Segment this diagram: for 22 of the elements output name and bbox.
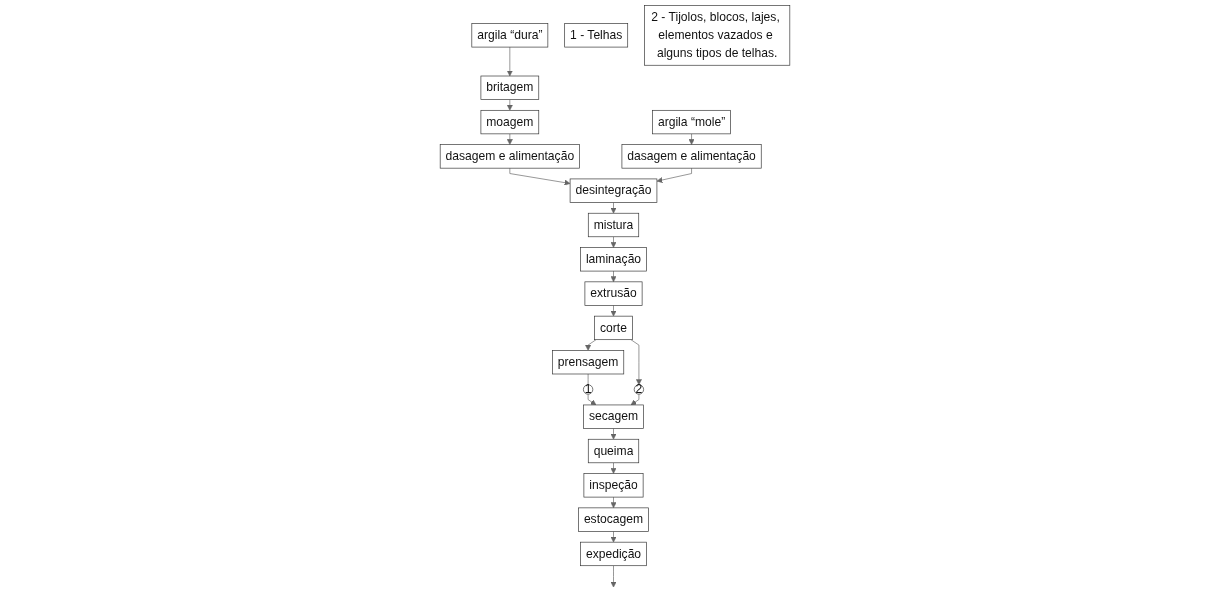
node-box: moagem [480, 110, 540, 135]
node-box: extrusão [584, 281, 643, 306]
node-box: 1 - Telhas [564, 23, 629, 48]
node-circle: 1 [583, 384, 594, 395]
node-box: desintegração [569, 178, 658, 203]
node-circle: 2 [633, 384, 644, 395]
node-box: dasagem e alimentação [439, 144, 580, 169]
node-box: laminação [580, 247, 647, 272]
node-box: queima [587, 438, 640, 464]
node-box: mistura [587, 212, 640, 238]
node-box: inspeção [583, 473, 644, 498]
node-box: argila “dura” [471, 23, 549, 48]
node-box: 2 - Tijolos, blocos, lajes, elementos vazados e alguns tipos de telhas. [644, 5, 791, 66]
node-box: prensagem [552, 350, 625, 375]
node-box: britagem [480, 75, 540, 100]
node-box: corte [594, 315, 633, 341]
node-box: argila “mole” [652, 110, 731, 135]
node-box: estocagem [578, 507, 649, 532]
node-box: dasagem e alimentação [621, 144, 762, 169]
node-box: secagem [583, 404, 644, 429]
node-box: expedição [580, 541, 647, 567]
connector [587, 373, 589, 386]
